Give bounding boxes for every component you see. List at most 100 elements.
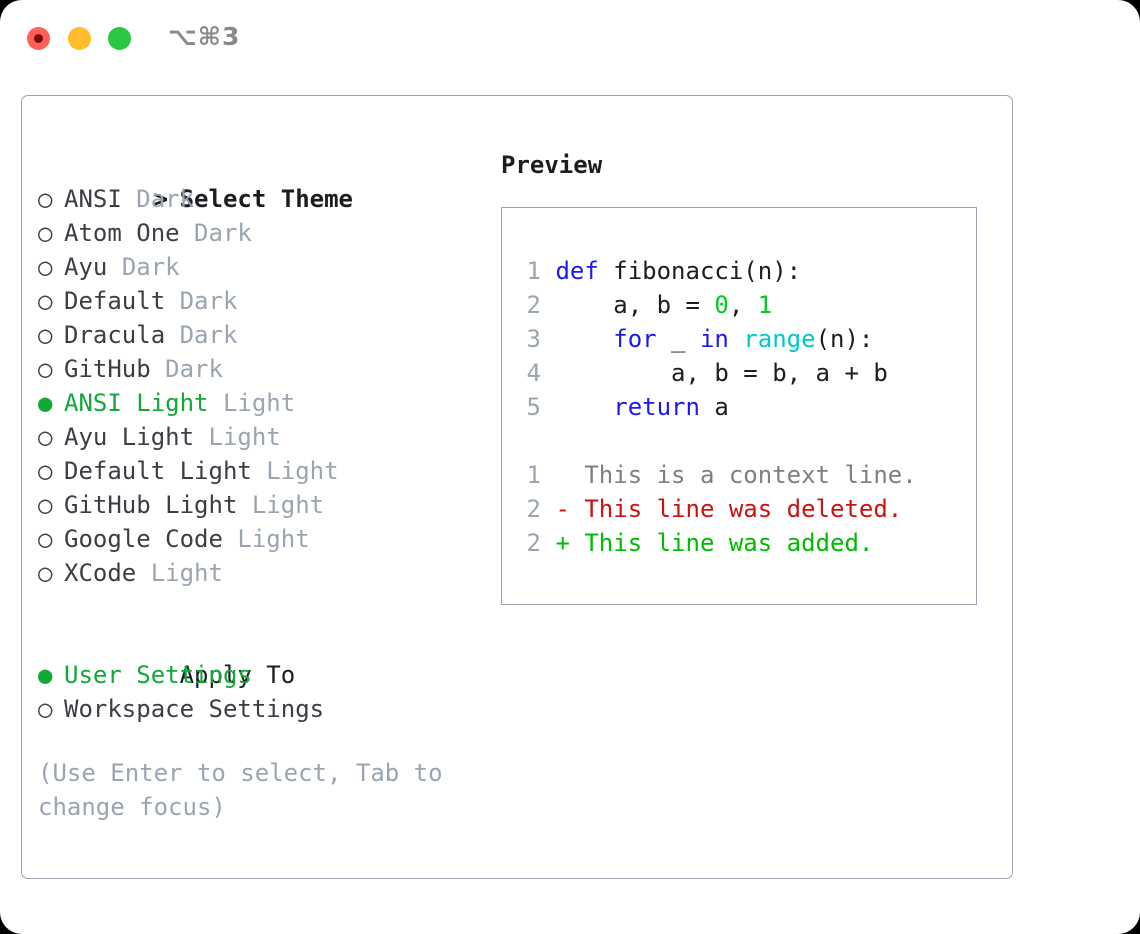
title-bar: ⌥⌘3 [0, 0, 1140, 78]
theme-kind-label: Dark [194, 219, 252, 247]
theme-name-label: Google Code [64, 525, 223, 553]
diff-line-text: This line was added. [584, 529, 874, 557]
maximize-window-button[interactable] [108, 27, 131, 50]
theme-kind-separator [237, 491, 251, 519]
section-spacer [38, 590, 478, 624]
code-token-kw: return [613, 393, 700, 421]
diff-gutter-gap [541, 529, 555, 557]
diff-gutter-gap [541, 461, 555, 489]
diff-line: 2 + This line was added. [515, 526, 917, 560]
keyboard-shortcut-label: ⌥⌘3 [168, 22, 241, 51]
apply-to-header: ○ Apply To [38, 624, 478, 689]
code-token-plain [555, 393, 613, 421]
close-window-button[interactable] [27, 27, 50, 50]
radio-unselected-icon: ○ [38, 457, 67, 485]
diff-marker [555, 461, 584, 489]
radio-unselected-icon: ○ [38, 321, 67, 349]
apply-to-option-label: Workspace Settings [64, 695, 325, 723]
theme-list-header: > Select Theme [38, 148, 478, 213]
radio-unselected-icon: ○ [38, 695, 67, 723]
code-token-plain: (n): [815, 325, 874, 353]
theme-name-label: ANSI Light [64, 389, 209, 417]
code-token-kw: in [699, 325, 729, 353]
code-token-num: 0 [714, 291, 729, 319]
radio-unselected-icon: ○ [38, 355, 67, 383]
code-gutter-gap [541, 393, 555, 421]
theme-list-item[interactable]: ○ GitHub Light Light [38, 488, 478, 522]
code-line: 1 def fibonacci(n): [515, 254, 917, 288]
theme-list-item[interactable]: ● ANSI Light Light [38, 386, 478, 420]
code-token-plain: a, b = [555, 291, 715, 319]
theme-list-item[interactable]: ○ XCode Light [38, 556, 478, 590]
theme-kind-separator [252, 457, 266, 485]
radio-unselected-icon: ○ [38, 185, 67, 213]
theme-kind-separator [165, 287, 179, 315]
diff-line: 2 - This line was deleted. [515, 492, 917, 526]
theme-list-item[interactable]: ○ Atom One Dark [38, 216, 478, 250]
theme-picker-panel: > Select Theme ○ ANSI Dark○ Atom One Dar… [21, 95, 1013, 879]
code-line-number: 3 [526, 325, 541, 353]
code-blank-line [515, 424, 917, 458]
theme-kind-separator [136, 559, 150, 587]
code-token-num: 1 [757, 291, 773, 319]
theme-list-item[interactable]: ○ ANSI Dark [38, 182, 478, 216]
code-line: 2 a, b = 0, 1 [515, 288, 917, 322]
diff-line-text: This line was deleted. [584, 495, 903, 523]
theme-kind-label: Light [208, 423, 281, 451]
theme-name-label: Ayu [64, 253, 108, 281]
code-line-number: 2 [526, 291, 541, 319]
theme-kind-label: Light [222, 389, 296, 417]
theme-kind-label: Dark [179, 321, 238, 349]
theme-list-item[interactable]: ○ Ayu Dark [38, 250, 478, 284]
apply-to-option[interactable]: ○ Workspace Settings [38, 692, 478, 726]
theme-kind-label: Light [251, 491, 325, 519]
theme-name-label: Atom One [64, 219, 180, 247]
code-token-plain [555, 325, 613, 353]
diff-marker: - [555, 495, 585, 523]
theme-name-label: Ayu Light [64, 423, 195, 451]
apply-to-option-label: User Settings [64, 661, 252, 689]
code-token-plain [729, 325, 743, 353]
radio-unselected-icon: ○ [38, 423, 67, 451]
theme-list-item[interactable]: ○ GitHub Dark [38, 352, 478, 386]
radio-unselected-icon: ○ [38, 253, 67, 281]
code-line: 5 return a [515, 390, 917, 424]
theme-kind-label: Dark [179, 287, 238, 315]
diff-line-number: 1 [526, 461, 541, 489]
theme-list-item[interactable]: ○ Google Code Light [38, 522, 478, 556]
theme-list-item[interactable]: ○ Default Light Light [38, 454, 478, 488]
theme-kind-separator [209, 389, 223, 417]
selection-caret-icon: > [153, 185, 183, 213]
code-token-kw: def [555, 257, 599, 285]
theme-name-label: Dracula [64, 321, 166, 349]
radio-selected-icon: ● [38, 661, 67, 689]
theme-kind-label: Dark [165, 355, 223, 383]
theme-kind-separator [107, 253, 121, 281]
code-gutter-gap [541, 291, 555, 319]
keyboard-hint-text: (Use Enter to select, Tab to change focu… [38, 759, 443, 821]
theme-kind-separator [165, 321, 179, 349]
theme-list-item[interactable]: ○ Default Dark [38, 284, 478, 318]
theme-name-label: Default Light [64, 457, 252, 485]
code-token-plain: a, b = b, a + b [555, 359, 888, 387]
theme-kind-label: Dark [136, 185, 195, 213]
minimize-window-button[interactable] [68, 27, 91, 50]
apply-to-options: ● User Settings○ Workspace Settings [38, 658, 478, 726]
diff-marker: + [555, 529, 585, 557]
diff-gutter-gap [541, 495, 555, 523]
theme-kind-label: Dark [121, 253, 180, 281]
radio-selected-icon: ● [38, 389, 67, 417]
theme-kind-separator [223, 525, 237, 553]
preview-title: Preview [501, 151, 603, 179]
theme-list-item[interactable]: ○ Dracula Dark [38, 318, 478, 352]
code-gutter-gap [541, 325, 555, 353]
diff-line-number: 2 [526, 495, 541, 523]
diff-line-number: 2 [526, 529, 541, 557]
radio-unselected-icon: ○ [38, 525, 67, 553]
apply-to-option[interactable]: ● User Settings [38, 658, 478, 692]
radio-unselected-icon: ○ [38, 559, 67, 587]
theme-list-item[interactable]: ○ Ayu Light Light [38, 420, 478, 454]
radio-unselected-icon: ○ [38, 287, 67, 315]
